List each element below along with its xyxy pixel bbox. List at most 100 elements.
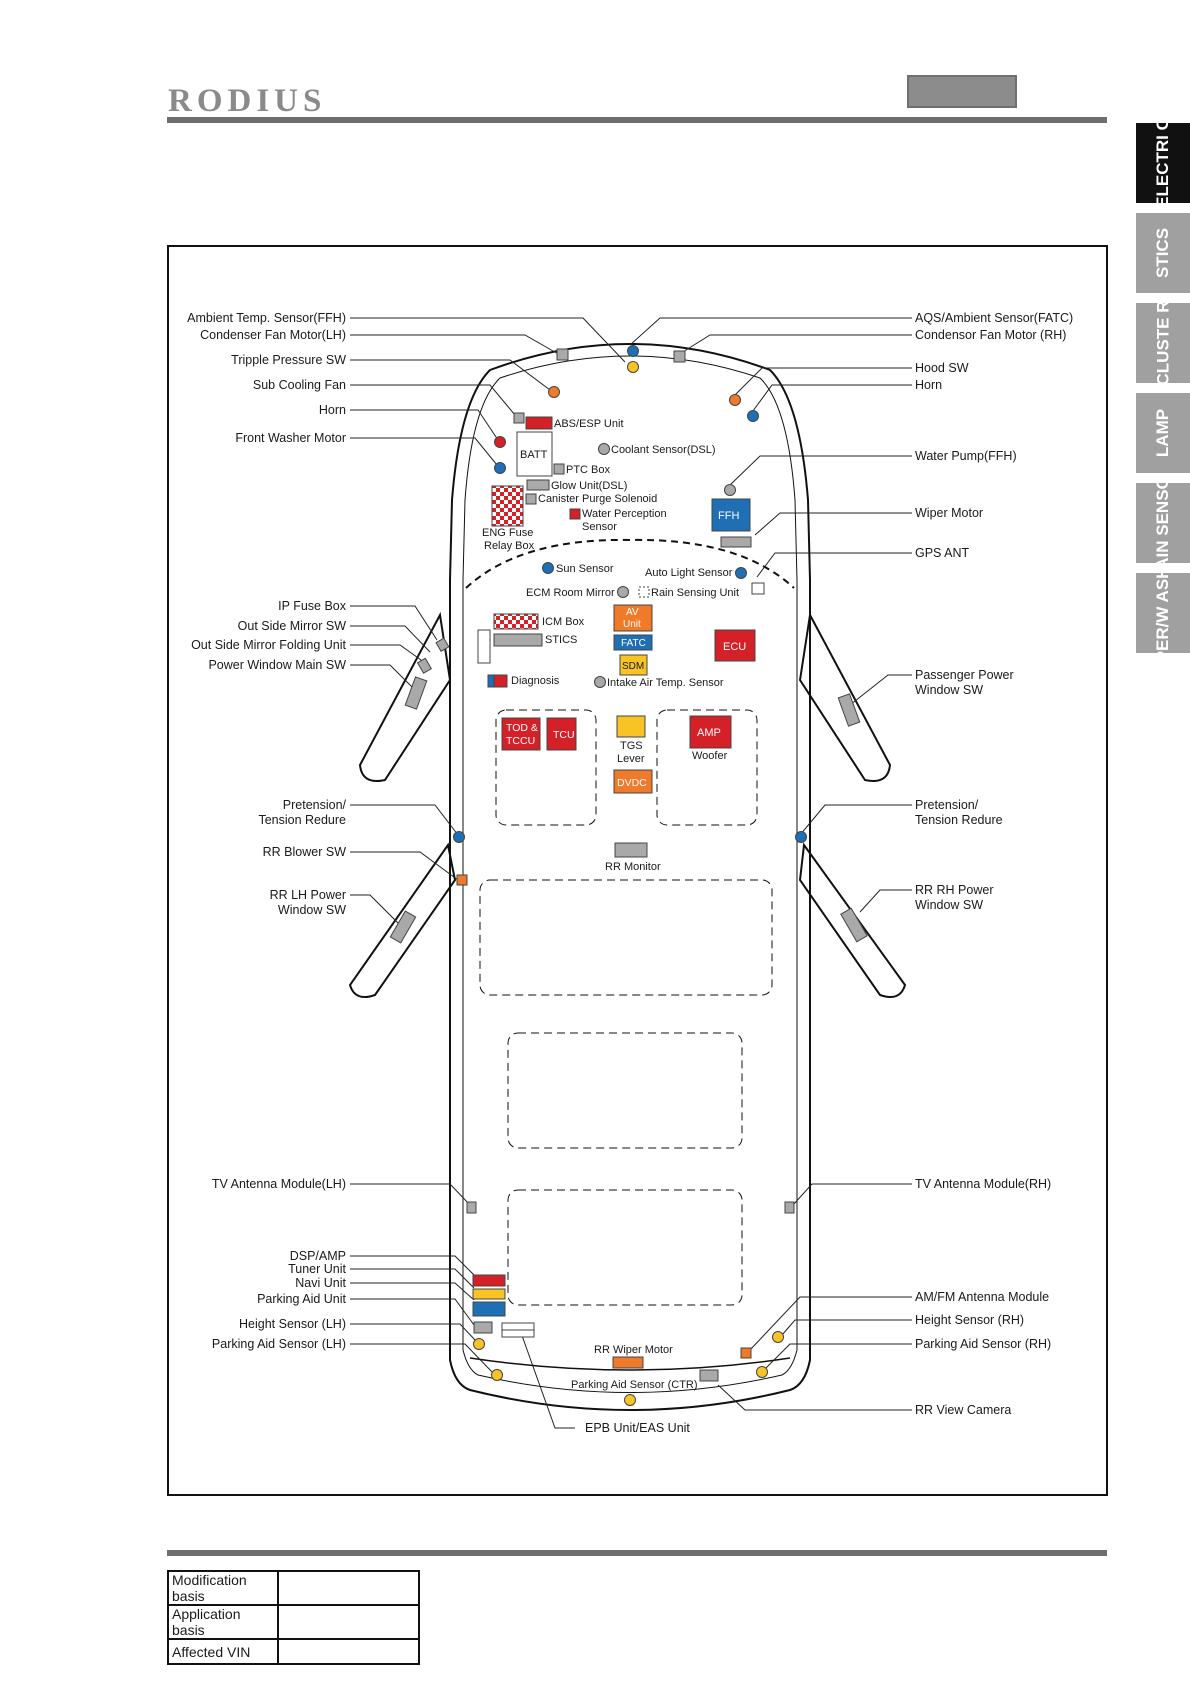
callout-parking-aid-lh: Parking Aid Sensor (LH) [212, 1337, 346, 1351]
callout-front-washer: Front Washer Motor [235, 431, 346, 445]
label-rain-sensing: Rain Sensing Unit [651, 587, 739, 599]
callout-pretension-left-1: Pretension/ [283, 798, 347, 812]
label-fatc: FATC [621, 638, 646, 649]
label-canister: Canister Purge Solenoid [538, 493, 657, 505]
left-callouts: Ambient Temp. Sensor(FFH) Condenser Fan … [187, 311, 347, 1351]
component-labels: ABS/ESP Unit BATT Coolant Sensor(DSL) PT… [482, 418, 746, 1391]
dsp-amp-unit [472, 1274, 506, 1287]
label-av-1: AV [626, 607, 639, 618]
windshield-line [465, 538, 795, 589]
callout-rr-rh-window-2: Window SW [915, 898, 983, 912]
label-eng-fuse-2: Relay Box [484, 540, 535, 552]
callout-ip-fuse-box: IP Fuse Box [278, 599, 347, 613]
callout-sub-cooling-fan: Sub Cooling Fan [253, 378, 346, 392]
callout-tv-antenna-lh: TV Antenna Module(LH) [212, 1177, 346, 1191]
label-coolant: Coolant Sensor(DSL) [611, 444, 716, 456]
horn-lh-marker [494, 436, 506, 448]
rear-right-door [798, 842, 907, 998]
tab-stics[interactable]: STICS [1136, 213, 1190, 293]
parking-aid-rh-marker [756, 1366, 768, 1378]
info-value [277, 1604, 420, 1640]
rear-left-door [348, 842, 457, 998]
label-tod-2: TCCU [506, 735, 535, 747]
callout-power-window-main: Power Window Main SW [208, 658, 346, 672]
label-eng-fuse-1: ENG Fuse [482, 527, 533, 539]
ambient-temp-ffh-marker [627, 361, 639, 373]
callout-gps-ant: GPS ANT [915, 546, 970, 560]
brand-logo: RODIUS [168, 83, 327, 119]
label-tgs-1: TGS [620, 740, 643, 752]
car-body-outer [449, 343, 811, 1411]
callout-navi-unit: Navi Unit [295, 1276, 346, 1290]
car-outline [348, 343, 907, 1411]
label-tod-1: TOD & [506, 722, 538, 734]
label-batt: BATT [520, 449, 548, 461]
av-unit [613, 604, 653, 632]
amp-unit [689, 715, 732, 749]
callout-passenger-window-2: Window SW [915, 683, 983, 697]
passenger-window-sw [837, 693, 861, 727]
tab-rain-sensor[interactable]: RAIN SENSOR [1136, 483, 1190, 563]
label-water-perception-1: Water Perception [582, 508, 667, 520]
ecu-unit [714, 629, 756, 662]
label-diagnosis: Diagnosis [511, 675, 560, 687]
sun-sensor-marker [542, 562, 554, 574]
label-ffh: FFH [718, 510, 739, 522]
mirror-folding-marker [416, 657, 433, 674]
ptc-box-marker [553, 463, 565, 475]
ip-fuse-box [477, 629, 491, 664]
pretension-rh-marker [795, 831, 807, 843]
diagnosis-connector-red [493, 674, 508, 688]
callout-height-sensor-rh: Height Sensor (RH) [915, 1313, 1024, 1327]
label-sun-sensor: Sun Sensor [556, 563, 614, 575]
canister-purge-marker [525, 493, 537, 505]
front-right-door [798, 611, 892, 782]
tcu-unit [546, 717, 577, 751]
callout-rr-lh-window-2: Window SW [278, 903, 346, 917]
auto-light-sensor-marker [735, 567, 747, 579]
power-window-main-sw [404, 676, 428, 710]
ecm-room-mirror-marker [617, 586, 629, 598]
water-pump-ffh-marker [724, 484, 736, 496]
callout-rr-view-camera: RR View Camera [915, 1403, 1011, 1417]
label-dvdc: DVDC [617, 777, 647, 789]
rr-monitor-unit [614, 842, 648, 858]
amfm-antenna-marker [740, 1347, 752, 1359]
condenser-fan-lh-marker [556, 348, 569, 361]
components [389, 345, 868, 1406]
tab-electric[interactable]: ELECTRI C [1136, 123, 1190, 203]
horn-rh-marker [747, 410, 759, 422]
callout-hood-sw: Hood SW [915, 361, 969, 375]
fatc-unit [613, 634, 653, 651]
callout-ambient-temp-ffh: Ambient Temp. Sensor(FFH) [187, 311, 346, 325]
label-intake: Intake Air Temp. Sensor [607, 677, 724, 689]
info-row: Modification basis [167, 1570, 420, 1606]
tab-wiper-washer[interactable]: WIPER/W ASHER [1136, 573, 1190, 653]
tripple-pressure-marker [513, 412, 525, 424]
tv-antenna-lh-marker [466, 1201, 477, 1214]
battery-box [516, 431, 553, 477]
callout-rr-blower: RR Blower SW [263, 845, 347, 859]
info-value [277, 1638, 420, 1665]
info-key: Application basis [167, 1604, 279, 1640]
gps-ant-marker [751, 582, 765, 595]
front-left-door [358, 611, 452, 782]
label-water-perception-2: Sensor [582, 521, 617, 533]
fourth-row-seat [507, 1189, 743, 1306]
rr-lh-window-sw [389, 910, 417, 944]
callout-condenser-fan-lh: Condenser Fan Motor(LH) [200, 328, 346, 342]
tab-cluster[interactable]: CLUSTE R [1136, 303, 1190, 383]
tab-lamp[interactable]: LAMP [1136, 393, 1190, 473]
glow-unit-marker [526, 479, 550, 491]
parking-aid-unit [473, 1321, 493, 1334]
label-tgs-2: Lever [617, 753, 645, 765]
label-parking-ctr: Parking Aid Sensor (CTR) [571, 1379, 698, 1391]
label-tcu: TCU [553, 729, 575, 741]
info-key: Modification basis [167, 1570, 279, 1606]
label-woofer: Woofer [692, 750, 728, 762]
front-washer-marker [494, 462, 506, 474]
pretension-lh-marker [453, 831, 465, 843]
height-sensor-lh-marker [473, 1338, 485, 1350]
callout-amfm-antenna: AM/FM Antenna Module [915, 1290, 1049, 1304]
